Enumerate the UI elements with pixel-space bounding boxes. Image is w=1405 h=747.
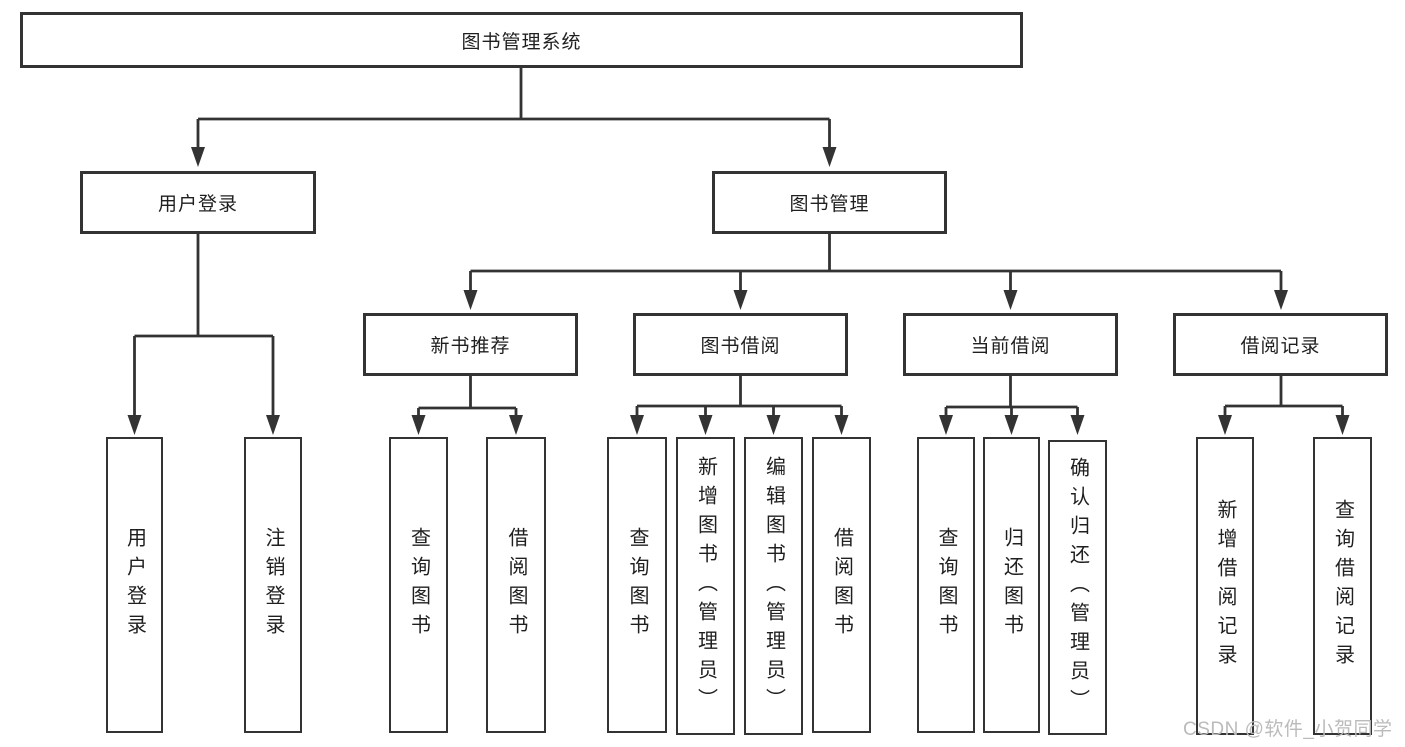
arrow-icon [698,415,713,435]
node-label: 图书管理系统 [461,31,582,53]
arrow-icon [733,290,748,310]
node-label: 新增图书（管理员） [694,455,717,717]
arrow-icon [939,415,953,435]
node-new-book-recommend: 新书推荐 [363,313,578,376]
connector-strokes [133,68,1344,418]
node-label: 新书推荐 [430,336,511,357]
arrow-icon [1335,415,1350,435]
arrow-icon [822,147,837,167]
node-label: 归还图书 [1000,527,1023,643]
node-leaf-borrow-books: 借阅图书 [486,437,546,733]
arrow-icon [509,415,523,435]
node-label: 查询图书 [407,527,430,643]
node-leaf-logout: 注销登录 [244,437,302,733]
node-label: 查询图书 [935,527,957,643]
edge-root-to-level2 [196,68,831,150]
node-label: 当前借阅 [970,336,1051,357]
edge-book-borrow-children [635,376,843,418]
node-leaf-query-books-2: 查询图书 [607,437,667,733]
arrow-icon [1003,290,1018,310]
node-leaf-query-borrow-record: 查询借阅记录 [1313,437,1372,735]
node-leaf-query-books-3: 查询图书 [917,437,975,733]
arrow-icon [834,415,849,435]
node-label: 用户登录 [123,527,146,643]
node-label: 图书借阅 [700,336,781,357]
node-label: 确认归还（管理员） [1066,457,1089,718]
node-leaf-edit-books-admin: 编辑图书（管理员） [744,437,803,735]
edge-current-borrow-children [944,376,1079,418]
edge-user-login-children [133,234,275,418]
csdn-watermark: CSDN @软件_小贺同学 [1183,719,1393,740]
node-library-system-root: 图书管理系统 [20,12,1023,68]
node-leaf-user-login: 用户登录 [106,437,163,733]
arrow-icon [766,415,781,435]
node-book-management: 图书管理 [712,171,947,234]
node-label: 查询借阅记录 [1331,499,1354,673]
node-borrow-records: 借阅记录 [1173,313,1388,376]
node-label: 新增借阅记录 [1214,499,1236,673]
arrow-icon [1218,415,1232,435]
arrowheads [127,147,1350,435]
arrow-icon [411,415,426,435]
arrow-icon [266,415,280,435]
node-leaf-confirm-return-admin: 确认归还（管理员） [1048,440,1107,735]
node-label: 图书管理 [789,194,870,215]
node-label: 查询图书 [626,527,648,643]
node-leaf-add-borrow-record: 新增借阅记录 [1196,437,1254,735]
arrow-icon [127,415,142,435]
arrow-icon [191,147,205,167]
node-label: 用户登录 [157,194,238,215]
node-label: 借阅记录 [1240,336,1321,357]
node-book-borrow: 图书借阅 [633,313,848,376]
arrow-icon [1004,415,1019,435]
node-label: 借阅图书 [830,527,853,643]
node-leaf-query-books: 查询图书 [389,437,448,733]
node-label: 注销登录 [262,527,284,643]
node-leaf-return-books: 归还图书 [983,437,1040,733]
edge-new-book-children [417,376,518,418]
edge-book-management-children [469,234,1283,293]
arrow-icon [1274,290,1288,310]
node-label: 借阅图书 [505,527,527,643]
node-leaf-borrow-books-2: 借阅图书 [812,437,871,733]
arrow-icon [463,290,478,310]
node-user-login: 用户登录 [80,171,316,234]
node-label: 编辑图书（管理员） [762,455,785,717]
arrow-icon [630,415,644,435]
node-current-borrow: 当前借阅 [903,313,1118,376]
edge-borrow-record-children [1223,376,1344,418]
node-leaf-add-books-admin: 新增图书（管理员） [676,437,735,735]
arrow-icon [1070,415,1085,435]
